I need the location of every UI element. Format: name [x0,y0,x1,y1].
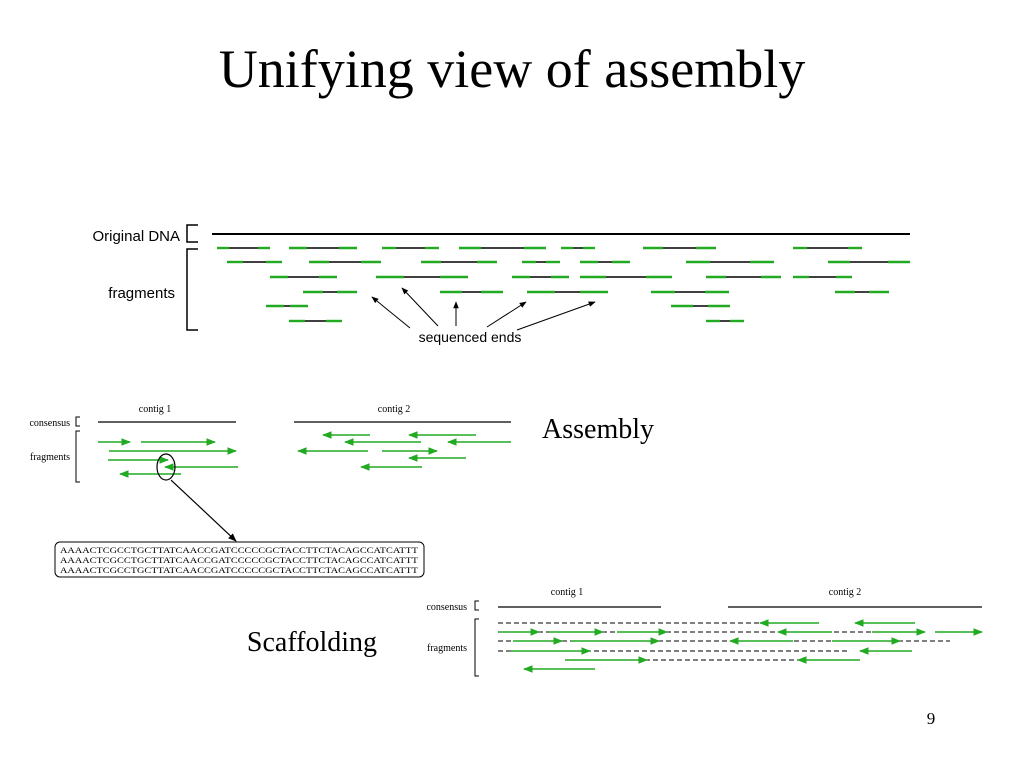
assembly-panel: contig 1 contig 2 consensus fragments AA… [29,404,654,578]
pointer-arrow [371,296,411,329]
page-number: 9 [927,709,936,728]
fragments-bracket [75,430,80,483]
original-dna-bracket [186,224,198,243]
contig-2-label: contig 2 [829,587,862,598]
fragment-group [217,246,910,323]
pointer-arrow [401,287,439,327]
pointer-arrow [486,301,527,328]
fragments-label: fragments [30,452,70,463]
consensus-label: consensus [426,602,467,613]
sequence-line: AAAACTCGCCTGCTTATCAACCGATCCCCCGCTACCTTCT… [60,565,419,575]
fragments-bracket [474,618,479,677]
assembly-caption: Assembly [542,414,654,445]
fragments-label: fragments [108,285,175,302]
original-dna-label: Original DNA [92,228,180,245]
contig-1-label: contig 1 [551,587,584,598]
sequence-alignment-box [54,541,425,578]
zoom-arrow [170,479,237,542]
read-group [499,619,983,673]
pointer-arrow [516,301,596,331]
consensus-bracket [474,600,479,611]
consensus-label: consensus [29,418,70,429]
sequenced-ends-label: sequenced ends [419,329,522,345]
fragments-bracket [186,248,198,331]
sequence-line: AAAACTCGCCTGCTTATCAACCGATCCCCCGCTACCTTCT… [60,555,419,565]
highlight-ellipse [156,453,176,481]
scaffolding-panel: Scaffolding contig 1 contig 2 consensus … [247,587,983,677]
dna-panel: Original DNA fragments sequenced ends [92,224,910,345]
slide-title: Unifying view of assembly [218,39,806,99]
scaffolding-caption: Scaffolding [247,627,377,658]
fragments-label: fragments [427,643,467,654]
consensus-bracket [75,416,80,427]
contig-1-label: contig 1 [139,404,172,415]
sequenced-ends-arrows [371,287,596,331]
contig-2-label: contig 2 [378,404,411,415]
read-group [98,431,511,478]
sequence-line: AAAACTCGCCTGCTTATCAACCGATCCCCCGCTACCTTCT… [60,545,419,555]
